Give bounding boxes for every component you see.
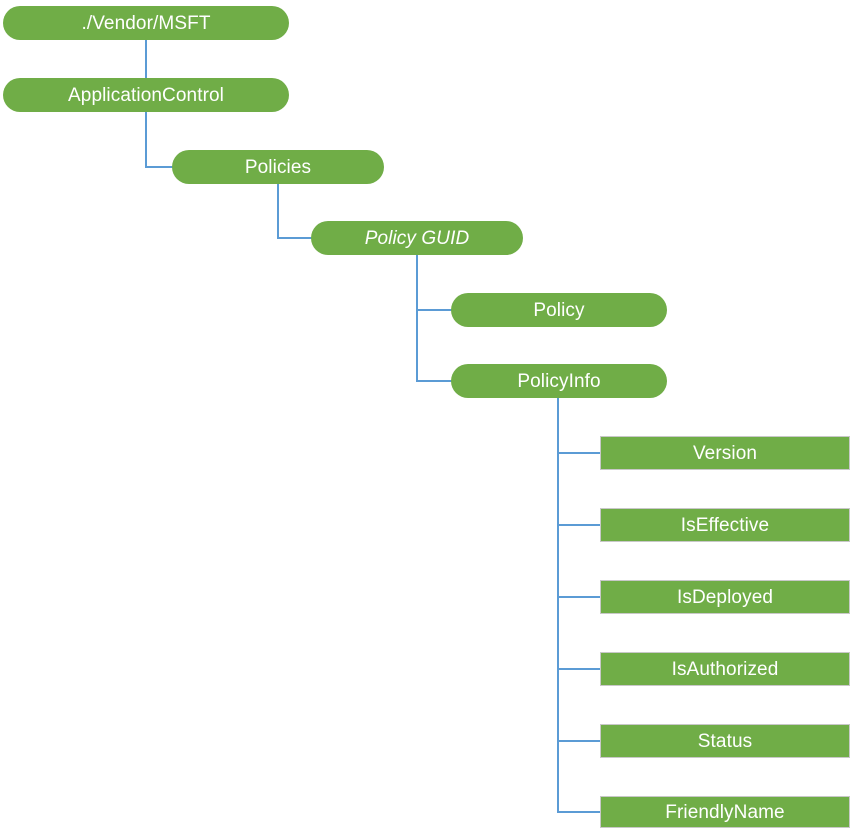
tree-node-friendly-name[interactable]: FriendlyName (600, 796, 850, 828)
connector-policyinfo-to-friendlyname (557, 397, 601, 813)
tree-node-is-deployed[interactable]: IsDeployed (600, 580, 850, 614)
tree-node-label: IsDeployed (676, 586, 774, 608)
tree-node-label: IsEffective (680, 514, 770, 536)
tree-node-policy-guid[interactable]: Policy GUID (311, 221, 523, 255)
tree-node-label: Status (697, 730, 753, 752)
connector-policyinfo-to-version (557, 397, 601, 454)
tree-node-is-effective[interactable]: IsEffective (600, 508, 850, 542)
tree-node-label: ApplicationControl (68, 84, 224, 106)
tree-node-label: FriendlyName (665, 801, 785, 823)
tree-node-label: Version (692, 442, 758, 464)
tree-node-version[interactable]: Version (600, 436, 850, 470)
connector-policyguid-to-policy (416, 254, 452, 311)
connector-policyinfo-to-iseffective (557, 397, 601, 526)
tree-node-status[interactable]: Status (600, 724, 850, 758)
tree-node-vendor-msft[interactable]: ./Vendor/MSFT (3, 6, 289, 40)
tree-node-label: PolicyInfo (517, 370, 601, 392)
connector-policyinfo-to-status (557, 397, 601, 742)
tree-node-label: ./Vendor/MSFT (81, 12, 211, 34)
connector-policyinfo-to-isdeployed (557, 397, 601, 598)
tree-node-policies[interactable]: Policies (172, 150, 384, 184)
tree-node-label: IsAuthorized (671, 658, 779, 680)
tree-node-label: Policy (533, 299, 585, 321)
connector-policyinfo-to-isauthorized (557, 397, 601, 670)
tree-node-label: Policies (244, 156, 312, 178)
connector-policies-to-policyguid (277, 183, 312, 239)
connector-policyguid-to-policyinfo (416, 254, 452, 382)
tree-node-policy[interactable]: Policy (451, 293, 667, 327)
tree-node-label: Policy GUID (364, 227, 470, 249)
tree-node-application-control[interactable]: ApplicationControl (3, 78, 289, 112)
tree-node-is-authorized[interactable]: IsAuthorized (600, 652, 850, 686)
connector-appcontrol-to-policies (145, 111, 173, 168)
tree-node-policy-info[interactable]: PolicyInfo (451, 364, 667, 398)
